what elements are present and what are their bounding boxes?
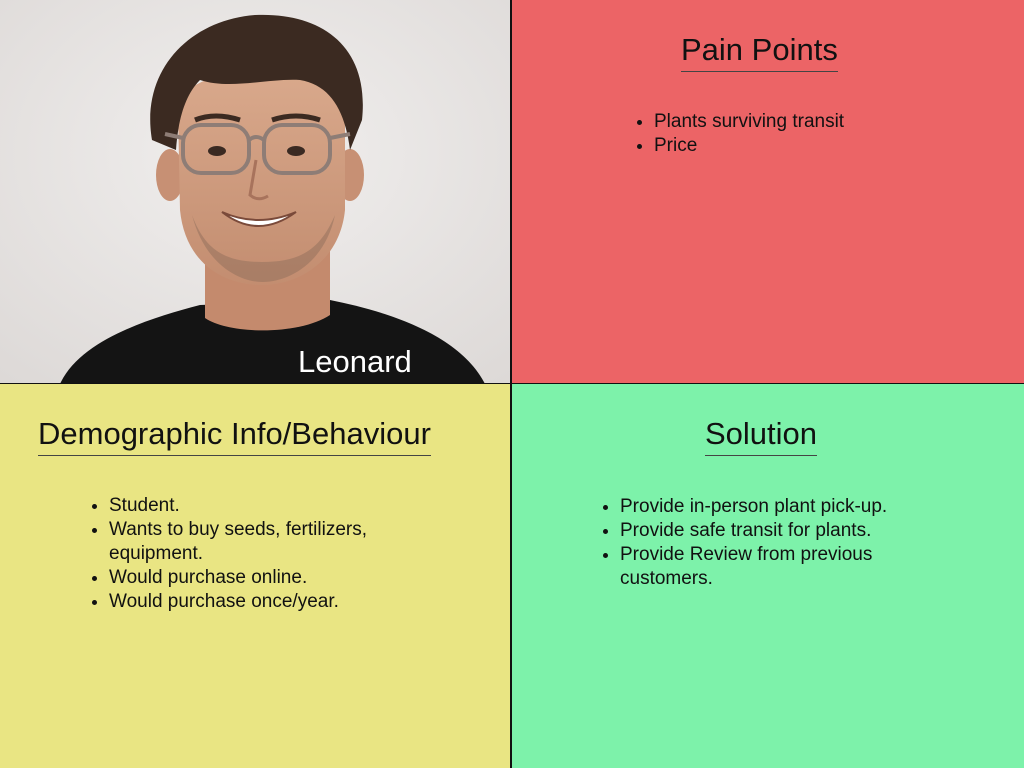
solution-list: Provide in-person plant pick-up. Provide…	[600, 495, 960, 591]
list-item: Wants to buy seeds, fertilizers, equipme…	[109, 518, 409, 566]
list-item: Would purchase online.	[109, 566, 409, 590]
list-item: Student.	[109, 494, 409, 518]
list-item: Provide in-person plant pick-up.	[620, 495, 960, 519]
pain-points-list: Plants surviving transit Price	[634, 110, 844, 158]
list-item: Price	[654, 134, 844, 158]
persona-photo-panel: Leonard	[0, 0, 512, 384]
solution-panel: Solution Provide in-person plant pick-up…	[512, 384, 1024, 768]
demographic-title: Demographic Info/Behaviour	[38, 418, 431, 456]
list-item: Provide safe transit for plants.	[620, 519, 960, 543]
pain-points-panel: Pain Points Plants surviving transit Pri…	[512, 0, 1024, 384]
solution-title: Solution	[705, 418, 818, 456]
person-portrait-icon	[0, 0, 510, 383]
demographic-list: Student. Wants to buy seeds, fertilizers…	[89, 494, 409, 614]
list-item: Provide Review from previous customers.	[620, 543, 960, 591]
demographic-panel: Demographic Info/Behaviour Student. Want…	[0, 384, 512, 768]
list-item: Plants surviving transit	[654, 110, 844, 134]
list-item: Would purchase once/year.	[109, 590, 409, 614]
pain-points-title: Pain Points	[681, 34, 838, 72]
persona-name: Leonard	[298, 344, 412, 379]
